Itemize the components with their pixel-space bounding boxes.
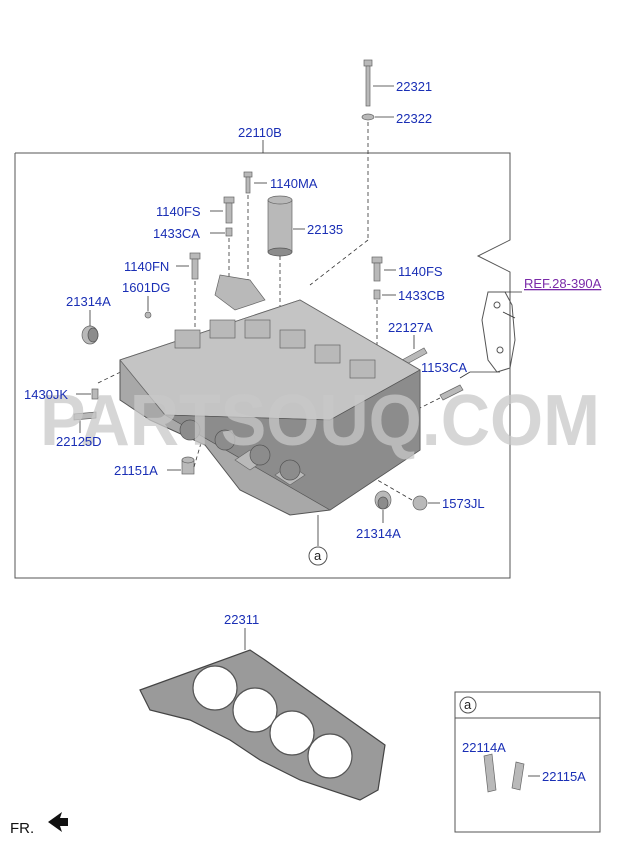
cap-21314A-left[interactable] bbox=[81, 325, 99, 345]
bolt-1140FN[interactable] bbox=[189, 252, 201, 280]
label-22127A[interactable]: 22127A bbox=[388, 320, 433, 335]
bolt-1140FS-right[interactable] bbox=[371, 256, 383, 282]
label-1140FN[interactable]: 1140FN bbox=[124, 259, 169, 274]
label-21151A[interactable]: 21151A bbox=[114, 463, 158, 478]
dowel-1153CA[interactable] bbox=[439, 384, 464, 401]
label-1433CB[interactable]: 1433CB bbox=[398, 288, 445, 303]
label-22321[interactable]: 22321 bbox=[396, 79, 432, 94]
label-22125D[interactable]: 22125D bbox=[56, 434, 102, 449]
label-21314A-bottom[interactable]: 21314A bbox=[356, 526, 401, 541]
sleeve-22135[interactable] bbox=[267, 195, 293, 257]
label-1140MA[interactable]: 1140MA bbox=[270, 176, 318, 191]
pin-22115A[interactable] bbox=[511, 761, 525, 791]
label-22114A[interactable]: 22114A bbox=[462, 740, 506, 755]
pin-22125D[interactable] bbox=[73, 411, 97, 421]
cap-21314A-bottom[interactable] bbox=[374, 490, 392, 510]
ref-28-390A-part[interactable] bbox=[481, 291, 516, 373]
label-22115A[interactable]: 22115A bbox=[542, 769, 586, 784]
label-ref-28-390A[interactable]: REF.28-390A bbox=[524, 276, 602, 291]
label-1153CA[interactable]: 1153CA bbox=[421, 360, 467, 375]
head-gasket-22311[interactable] bbox=[139, 649, 386, 801]
front-arrow-icon bbox=[48, 812, 68, 832]
plug-21151A[interactable] bbox=[181, 456, 195, 475]
plug-1430JK[interactable] bbox=[91, 388, 99, 400]
detail-a-circle bbox=[459, 696, 477, 714]
label-detail-a: a bbox=[464, 697, 472, 712]
plug-1601DG[interactable] bbox=[144, 311, 152, 319]
label-1140FS-top[interactable]: 1140FS bbox=[156, 204, 201, 219]
label-21314A-left[interactable]: 21314A bbox=[66, 294, 111, 309]
assembly-frame bbox=[14, 152, 511, 579]
label-22311[interactable]: 22311 bbox=[224, 612, 259, 627]
label-callout-a[interactable]: a bbox=[314, 548, 322, 563]
label-front: FR. bbox=[10, 820, 34, 837]
seal-1433CA-top[interactable] bbox=[225, 227, 233, 237]
label-22322[interactable]: 22322 bbox=[396, 111, 432, 126]
washer-22322[interactable] bbox=[361, 113, 375, 121]
seal-1433CB[interactable] bbox=[373, 289, 381, 300]
detail-box-a bbox=[454, 691, 601, 833]
label-1601DG[interactable]: 1601DG bbox=[122, 280, 170, 295]
bolt-22321[interactable] bbox=[363, 59, 373, 107]
label-22135[interactable]: 22135 bbox=[307, 222, 343, 237]
bolt-1140FS-top[interactable] bbox=[223, 196, 235, 224]
watermark: PARTSOUQ.COM bbox=[40, 381, 600, 461]
cylinder-head-22110B[interactable] bbox=[119, 274, 421, 516]
label-1430JK[interactable]: 1430JK bbox=[24, 387, 68, 402]
label-1140FS-right[interactable]: 1140FS bbox=[398, 264, 443, 279]
callout-a-circle[interactable] bbox=[308, 546, 328, 566]
plug-1573JL[interactable] bbox=[412, 495, 428, 511]
label-22110B[interactable]: 22110B bbox=[238, 125, 282, 140]
bolt-1140MA[interactable] bbox=[243, 171, 253, 194]
label-1573JL[interactable]: 1573JL bbox=[442, 496, 485, 511]
pin-22114A[interactable] bbox=[483, 753, 497, 793]
label-1433CA[interactable]: 1433CA bbox=[153, 226, 200, 241]
